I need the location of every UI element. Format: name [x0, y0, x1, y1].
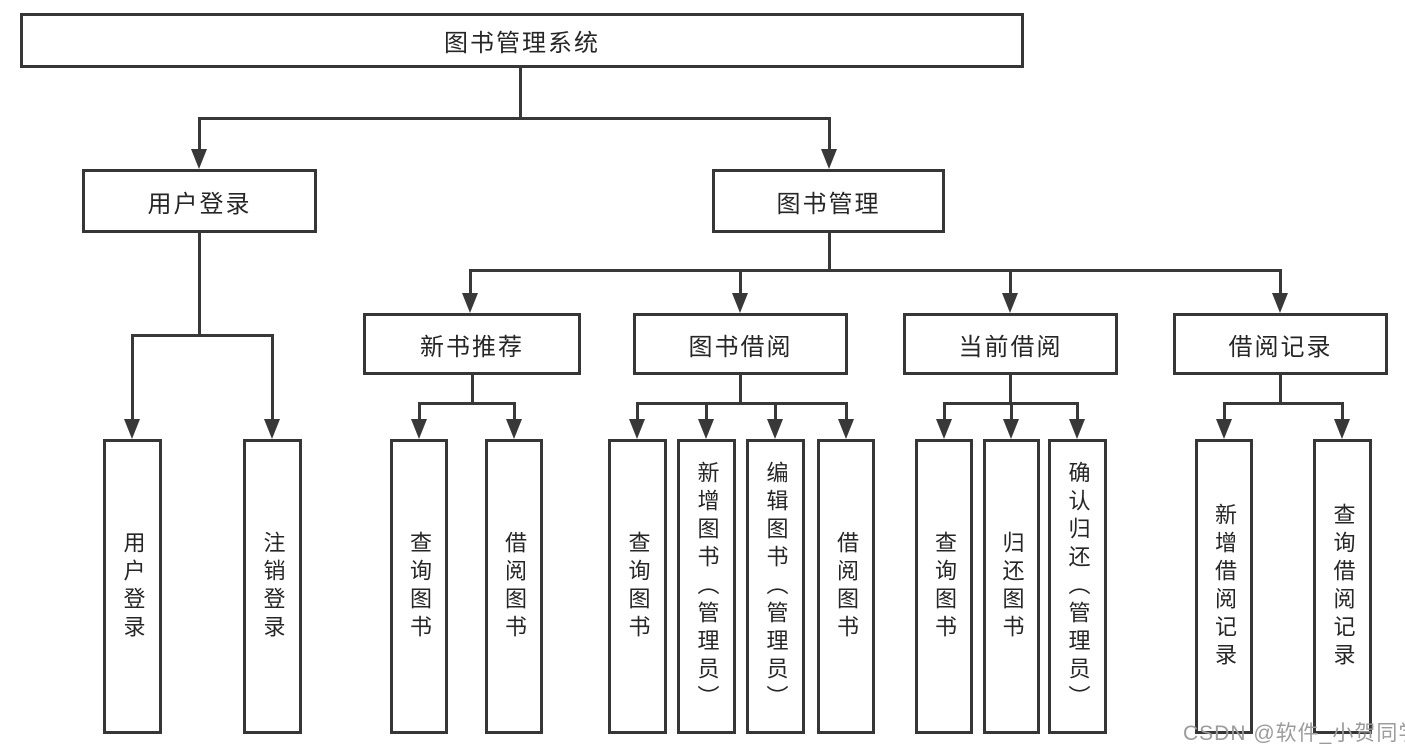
arrow-down-icon — [821, 149, 837, 169]
connector-current-borrow-trunk — [1008, 375, 1012, 403]
leaf-query-books-current: 查询图书 — [915, 439, 973, 734]
connector-root-trunk — [518, 68, 522, 118]
arrow-down-icon — [462, 293, 478, 313]
connector-leaf — [635, 402, 639, 431]
connector-leaf — [844, 402, 848, 431]
node-borrow-records: 借阅记录 — [1173, 313, 1388, 375]
connector-leaf — [1009, 402, 1013, 431]
watermark: CSDN @软件_小贺同学 — [1183, 722, 1405, 745]
node-book-borrow: 图书借阅 — [633, 313, 848, 375]
connector-leaf — [704, 402, 708, 431]
connector-leaf — [417, 402, 421, 431]
connector-book-management-trunk — [827, 233, 831, 270]
leaf-borrow-books: 借阅图书 — [817, 439, 875, 734]
node-root-library-management-system: 图书管理系统 — [20, 13, 1024, 68]
connector-leaf — [1340, 402, 1344, 431]
arrow-down-icon — [411, 419, 427, 439]
arrow-down-icon — [1069, 419, 1085, 439]
leaf-return-book: 归还图书 — [983, 439, 1040, 734]
arrow-down-icon — [1334, 419, 1350, 439]
node-current-borrow: 当前借阅 — [903, 313, 1118, 375]
connector-leaf — [942, 402, 946, 431]
leaf-query-books-borrow: 查询图书 — [608, 439, 667, 734]
arrow-down-icon — [264, 419, 280, 439]
arrow-down-icon — [732, 293, 748, 313]
node-user-login: 用户登录 — [82, 169, 317, 233]
leaf-user-login: 用户登录 — [103, 439, 162, 734]
arrow-down-icon — [506, 419, 522, 439]
node-new-book-recommend: 新书推荐 — [363, 313, 581, 375]
arrow-down-icon — [767, 419, 783, 439]
connector-leaf — [1075, 402, 1079, 431]
arrow-down-icon — [124, 419, 140, 439]
arrow-down-icon — [1003, 419, 1019, 439]
connector-to-current-borrow — [1008, 269, 1012, 305]
connector-borrow-records-split — [1222, 401, 1344, 405]
connector-to-leaf-user-login — [130, 334, 134, 431]
leaf-add-borrow-record: 新增借阅记录 — [1195, 439, 1253, 734]
connector-leaf — [773, 402, 777, 431]
arrow-down-icon — [1002, 293, 1018, 313]
leaf-add-book-admin: 新增图书（管理员） — [677, 439, 736, 734]
connector-user-login-trunk — [197, 233, 201, 335]
connector-book-borrow-split — [635, 401, 848, 405]
leaf-borrow-books-recommend: 借阅图书 — [485, 439, 543, 734]
leaf-query-borrow-record: 查询借阅记录 — [1313, 439, 1372, 734]
connector-book-borrow-trunk — [738, 375, 742, 403]
connector-user-login-split — [130, 333, 274, 337]
connector-new-book-split — [417, 401, 516, 405]
connector-to-user-login — [197, 117, 201, 163]
arrow-down-icon — [838, 419, 854, 439]
connector-to-new-book — [468, 269, 472, 305]
arrow-down-icon — [936, 419, 952, 439]
connector-to-leaf-logout — [270, 334, 274, 431]
arrow-down-icon — [698, 419, 714, 439]
node-book-management: 图书管理 — [712, 169, 945, 233]
connector-book-management-split — [468, 268, 1282, 272]
arrow-down-icon — [629, 419, 645, 439]
arrow-down-icon — [1272, 293, 1288, 313]
connector-to-borrow-records — [1278, 269, 1282, 305]
connector-root-split — [197, 116, 831, 120]
connector-new-book-trunk — [470, 375, 474, 403]
arrow-down-icon — [191, 149, 207, 169]
connector-borrow-records-trunk — [1278, 375, 1282, 403]
leaf-query-books-recommend: 查询图书 — [390, 439, 448, 734]
arrow-down-icon — [1216, 419, 1232, 439]
connector-leaf — [512, 402, 516, 431]
connector-to-book-management — [827, 117, 831, 163]
leaf-edit-book-admin: 编辑图书（管理员） — [746, 439, 805, 734]
connector-leaf — [1222, 402, 1226, 431]
leaf-logout: 注销登录 — [243, 439, 302, 734]
leaf-confirm-return-admin: 确认归还（管理员） — [1048, 439, 1107, 734]
connector-to-book-borrow — [738, 269, 742, 305]
